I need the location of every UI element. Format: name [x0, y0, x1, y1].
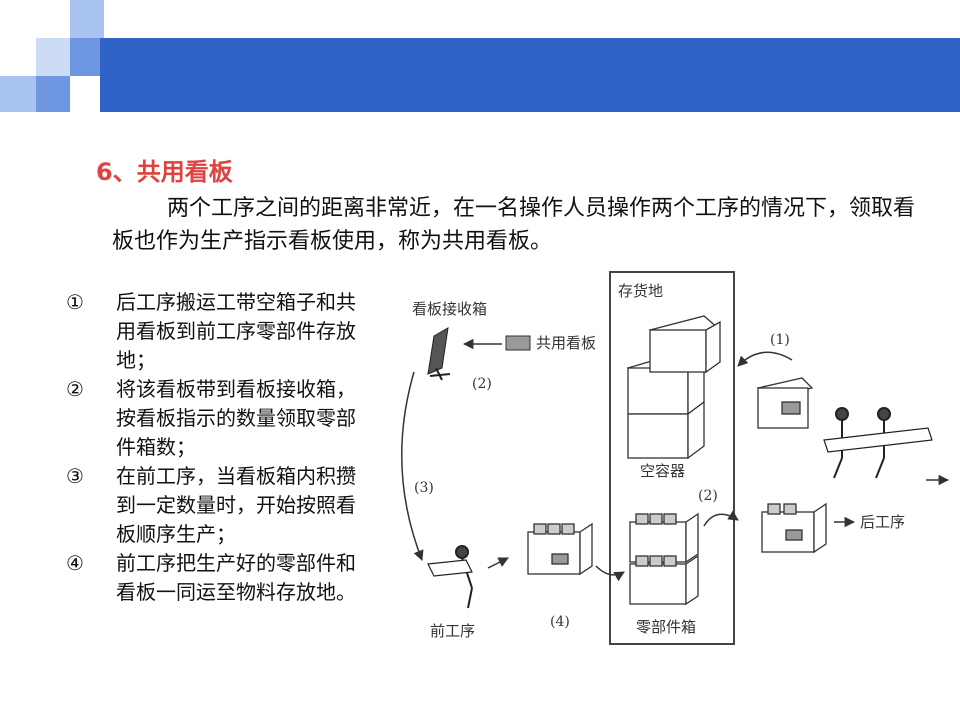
slide-title: 6、共用看板: [96, 152, 233, 187]
storage-label: 存货地: [618, 282, 663, 300]
empty-box-with-kanban: [758, 378, 812, 428]
step-text: 将该看板带到看板接收箱，按看板指示的数量领取零部件箱数；: [116, 377, 356, 459]
kanban-flow-diagram: 存货地 看板接收箱 共用看板 (2) 空容器 (1) (2): [392, 268, 952, 648]
arrow-step2b: [704, 514, 738, 526]
shared-kanban-card-icon: [506, 336, 530, 350]
step3-label: (3): [414, 480, 434, 496]
step1-label: (1): [770, 332, 790, 348]
step-number: ③: [66, 462, 84, 491]
arrow-step3: [402, 372, 422, 560]
step-text: 在前工序，当看板箱内积攒到一定数量时，开始按照看板顺序生产；: [116, 464, 356, 546]
empty-container-label: 空容器: [640, 462, 685, 480]
deco-square-1: [70, 0, 104, 38]
steps-list: ① 后工序搬运工带空箱子和共用看板到前工序零部件存放地； ② 将该看板带到看板接…: [62, 288, 372, 607]
step2a-label: (2): [472, 376, 492, 392]
intro-paragraph: 两个工序之间的距离非常近，在一名操作人员操作两个工序的情况下，领取看板也作为生产…: [112, 192, 932, 258]
parts-box-stack: [630, 514, 698, 604]
step-item-1: ① 后工序搬运工带空箱子和共用看板到前工序零部件存放地；: [62, 288, 372, 375]
deco-square-5: [36, 76, 70, 112]
step-number: ②: [66, 375, 84, 404]
worker-figures-icon: [824, 408, 932, 478]
parts-box-label: 零部件箱: [636, 618, 696, 636]
header-banner: [100, 38, 960, 112]
receiving-box-label: 看板接收箱: [412, 300, 487, 318]
next-process-label: 后工序: [860, 513, 905, 531]
deco-square-4: [0, 76, 36, 112]
shared-kanban-label: 共用看板: [536, 334, 596, 352]
step2b-label: (2): [698, 488, 718, 504]
step-text: 前工序把生产好的零部件和看板一同运至物料存放地。: [116, 551, 356, 604]
step-number: ①: [66, 288, 84, 317]
previous-process-worker-icon: [428, 546, 472, 608]
finished-parts-box: [528, 524, 592, 574]
step4-label: (4): [550, 614, 570, 630]
step-item-3: ③ 在前工序，当看板箱内积攒到一定数量时，开始按照看板顺序生产；: [62, 462, 372, 549]
previous-process-label: 前工序: [430, 622, 475, 640]
arrow-step1: [738, 352, 792, 366]
deco-square-3: [70, 38, 104, 76]
step-number: ④: [66, 549, 84, 578]
step-text: 后工序搬运工带空箱子和共用看板到前工序零部件存放地；: [116, 290, 356, 372]
step-item-2: ② 将该看板带到看板接收箱，按看板指示的数量领取零部件箱数；: [62, 375, 372, 462]
empty-container-stack: [628, 316, 720, 458]
receiving-box-icon: [428, 328, 450, 380]
arrow-worker-to-box: [488, 558, 508, 568]
deco-square-2: [36, 38, 70, 76]
next-process-box: [762, 504, 826, 552]
step-item-4: ④ 前工序把生产好的零部件和看板一同运至物料存放地。: [62, 549, 372, 607]
